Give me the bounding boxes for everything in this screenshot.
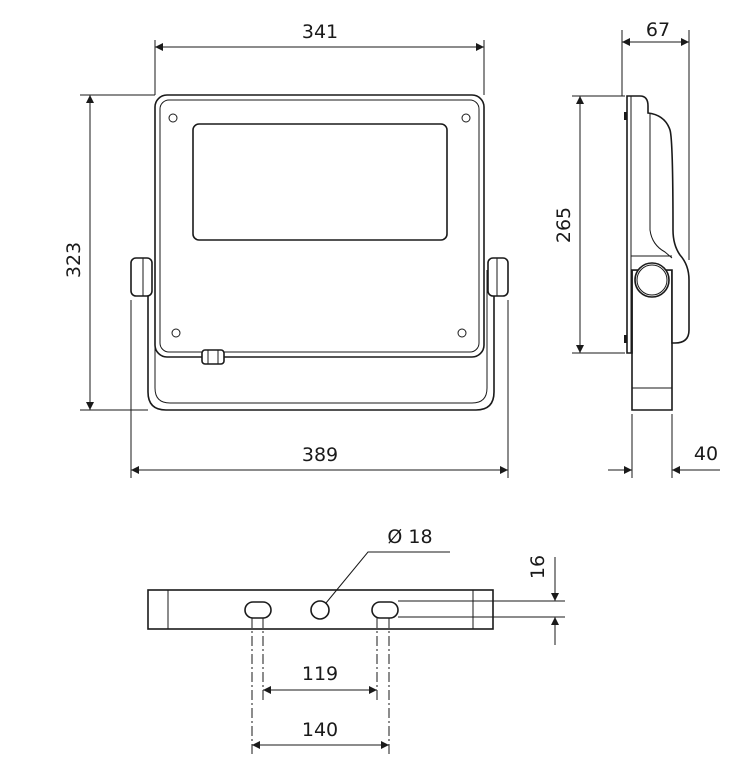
dim-140: 140 [252, 719, 389, 749]
side-view [624, 95, 690, 411]
dim-label: 40 [694, 443, 718, 465]
mounting-bracket [147, 270, 495, 411]
dim-label: 140 [302, 719, 338, 741]
led-window [192, 123, 448, 241]
dim-40: 40 [608, 414, 720, 478]
front-view [130, 94, 509, 411]
dim-label: 16 [527, 555, 549, 579]
dim-16: 16 [398, 555, 565, 645]
dim-label: 119 [302, 663, 338, 685]
dim-265: 265 [553, 95, 625, 354]
dim-label: 341 [302, 21, 338, 43]
dim-label: 323 [63, 242, 85, 278]
dim-label: 265 [553, 207, 575, 243]
dim-389: 389 [130, 300, 509, 478]
dim-67: 67 [621, 19, 690, 260]
dim-119: 119 [263, 663, 377, 694]
screw-icon [168, 113, 178, 123]
mounting-hole [310, 600, 330, 620]
bracket-bottom-view [147, 589, 494, 630]
housing [154, 94, 485, 358]
knob-left [130, 257, 153, 297]
dim-diameter-18: Ø 18 [325, 526, 450, 604]
screw-icon [461, 113, 471, 123]
dim-label: 67 [646, 19, 670, 41]
dim-323: 323 [63, 94, 155, 411]
dim-label: 389 [302, 444, 338, 466]
mounting-slot [371, 601, 399, 619]
dim-341: 341 [154, 21, 485, 95]
screw-icon [457, 328, 467, 338]
mounting-slot [244, 601, 272, 619]
cable-gland [201, 349, 225, 365]
knob-right [487, 257, 509, 297]
dim-label: Ø 18 [387, 526, 432, 548]
knob-side [634, 262, 670, 298]
screw-icon [171, 328, 181, 338]
